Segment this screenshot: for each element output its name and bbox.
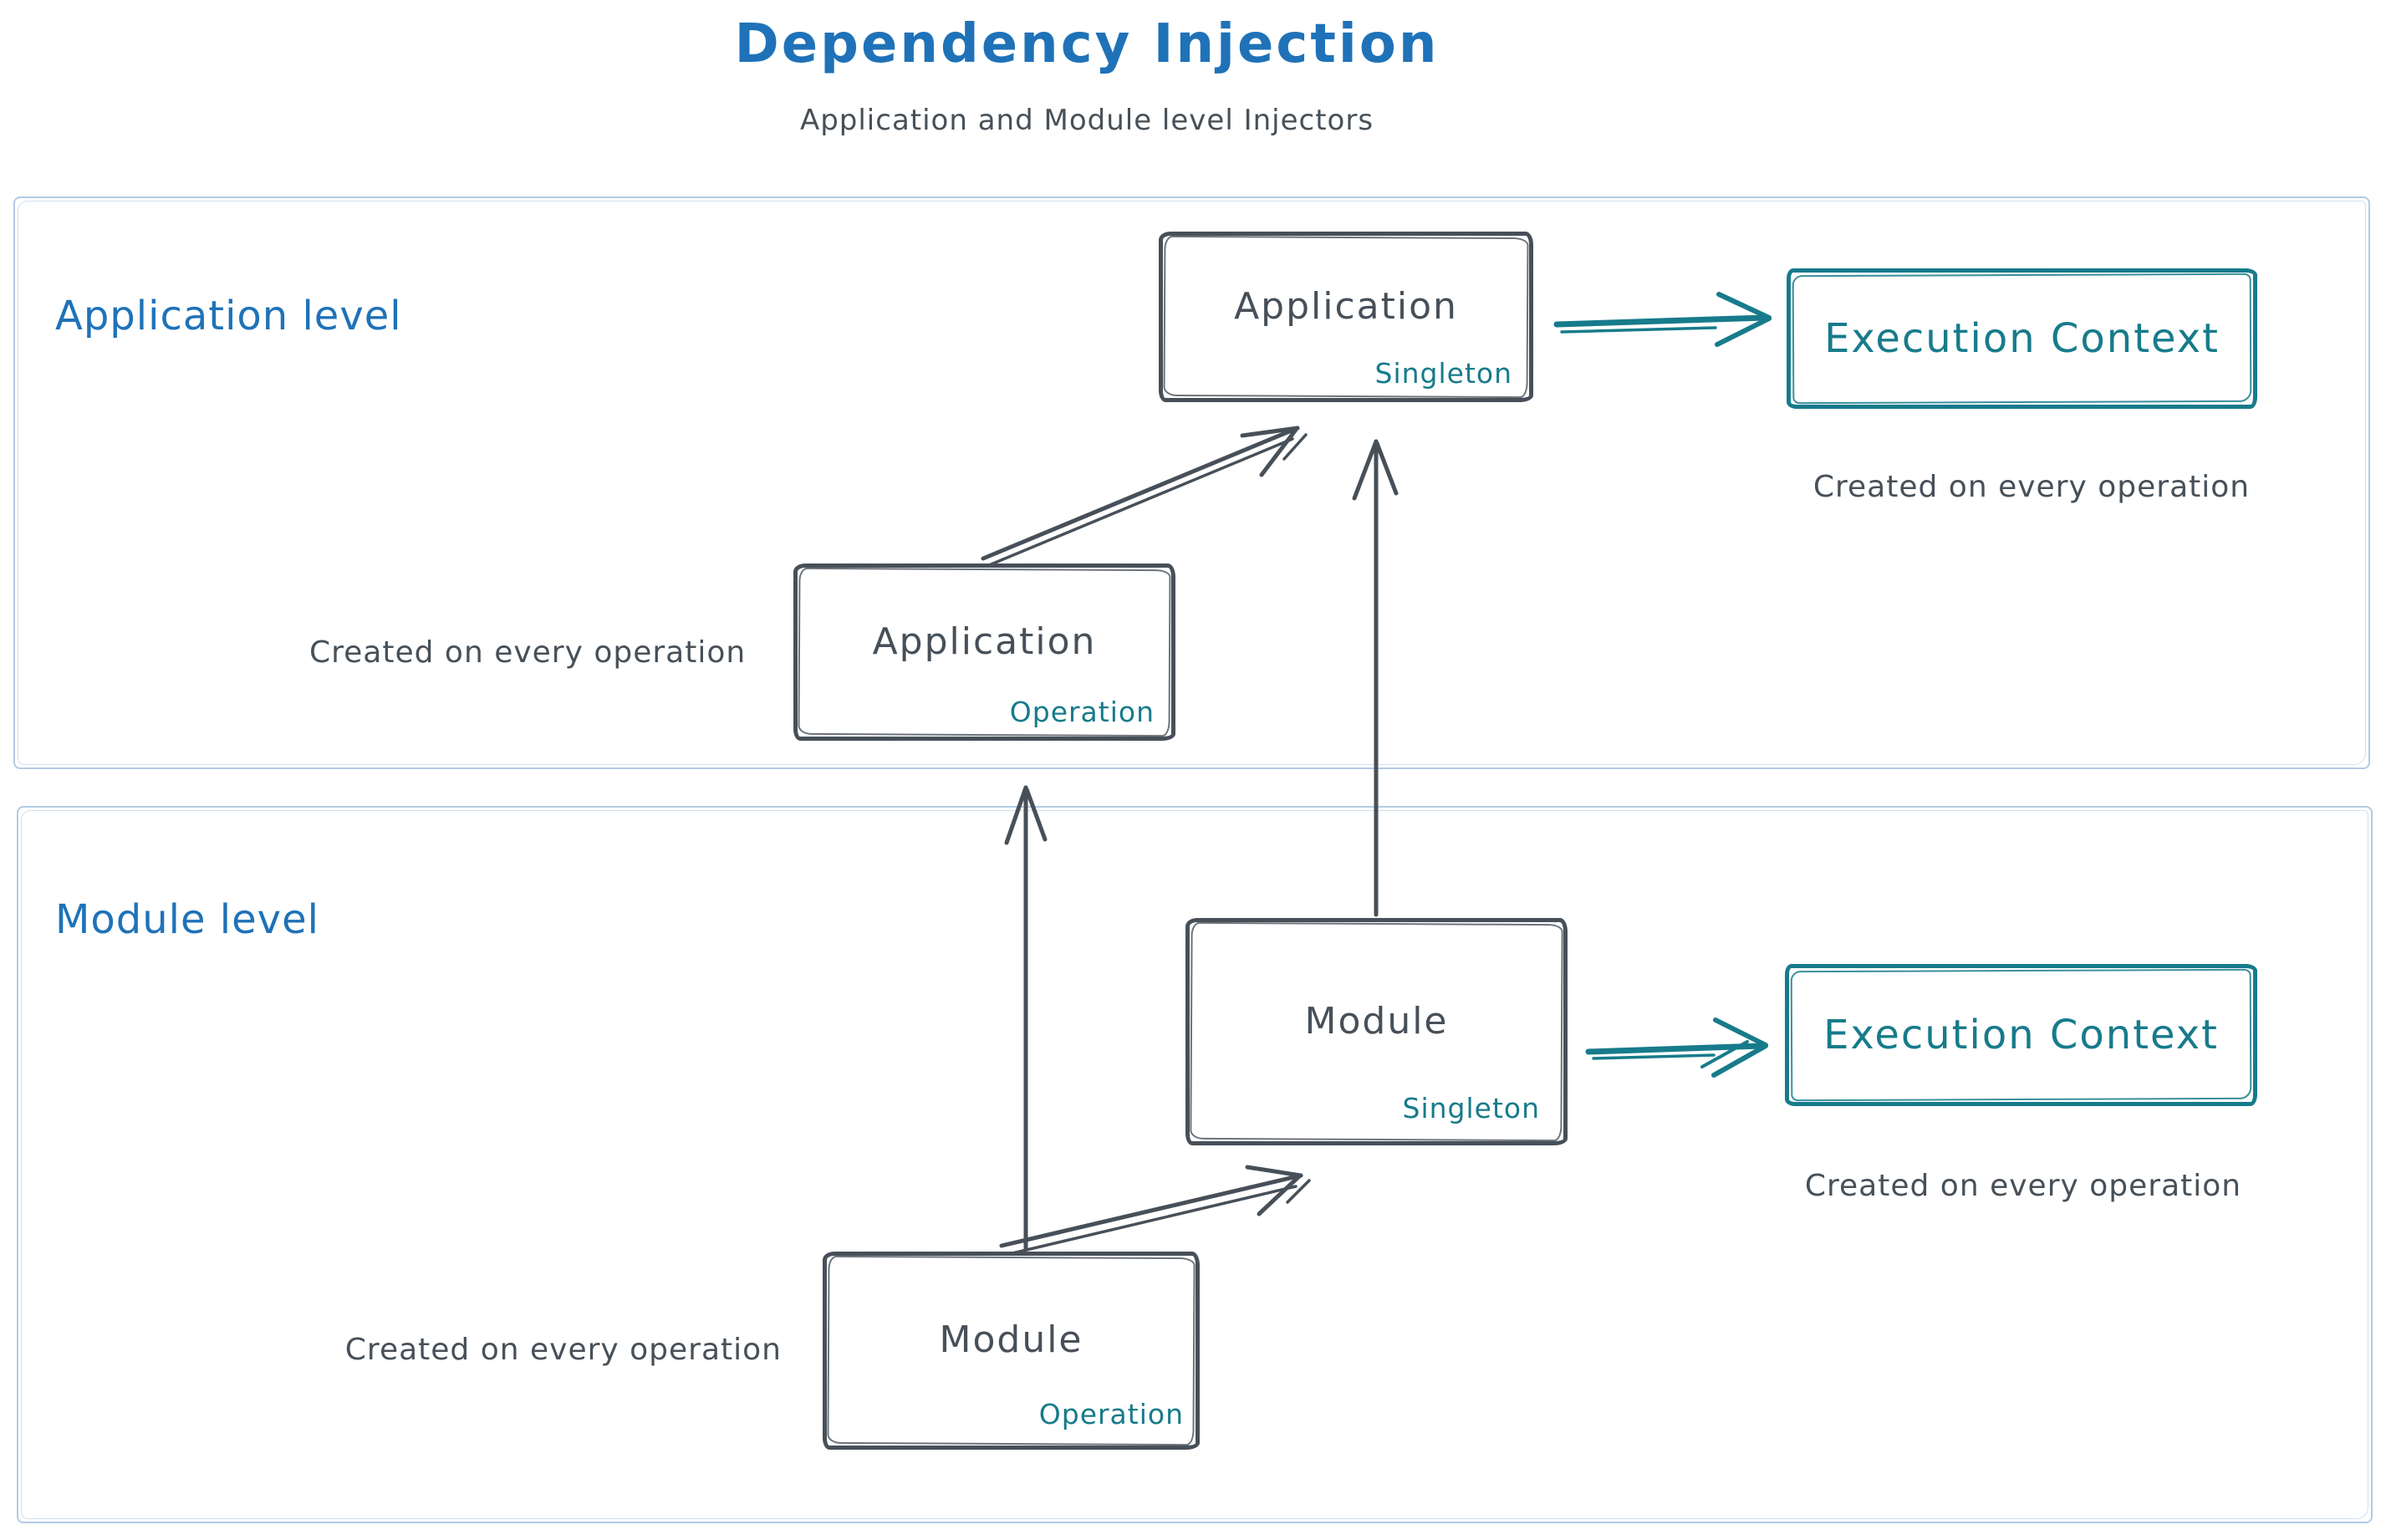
application-singleton-box: Application Singleton: [1159, 232, 1533, 402]
module-execution-caption: Created on every operation: [1804, 1169, 2242, 1203]
application-singleton-scope: Singleton: [1374, 357, 1512, 390]
application-level-label: Application level: [55, 293, 402, 339]
module-operation-title: Module: [939, 1318, 1083, 1361]
application-operation-box: Application Operation: [793, 563, 1175, 741]
module-operation-scope: Operation: [1038, 1398, 1184, 1430]
application-operation-title: Application: [872, 620, 1097, 663]
application-singleton-title: Application: [1234, 284, 1458, 328]
application-execution-caption: Created on every operation: [1812, 470, 2251, 504]
module-operation-box: Module Operation: [823, 1252, 1200, 1450]
module-singleton-box: Module Singleton: [1185, 918, 1568, 1145]
application-operation-scope: Operation: [1009, 696, 1155, 728]
application-execution-context-box: Execution Context: [1787, 268, 2257, 409]
module-level-label: Module level: [55, 896, 319, 943]
page-subtitle: Application and Module level Injectors: [799, 104, 1374, 137]
module-operation-caption: Created on every operation: [344, 1333, 782, 1367]
module-execution-context-box: Execution Context: [1785, 964, 2257, 1106]
page-title: Dependency Injection: [734, 13, 1440, 75]
application-execution-context-label: Execution Context: [1824, 315, 2220, 362]
module-execution-context-label: Execution Context: [1823, 1012, 2219, 1058]
module-level-section: [17, 806, 2373, 1523]
module-singleton-title: Module: [1304, 999, 1449, 1043]
application-operation-caption: Created on every operation: [309, 635, 747, 670]
module-singleton-scope: Singleton: [1402, 1092, 1540, 1124]
application-level-section: [13, 196, 2370, 769]
